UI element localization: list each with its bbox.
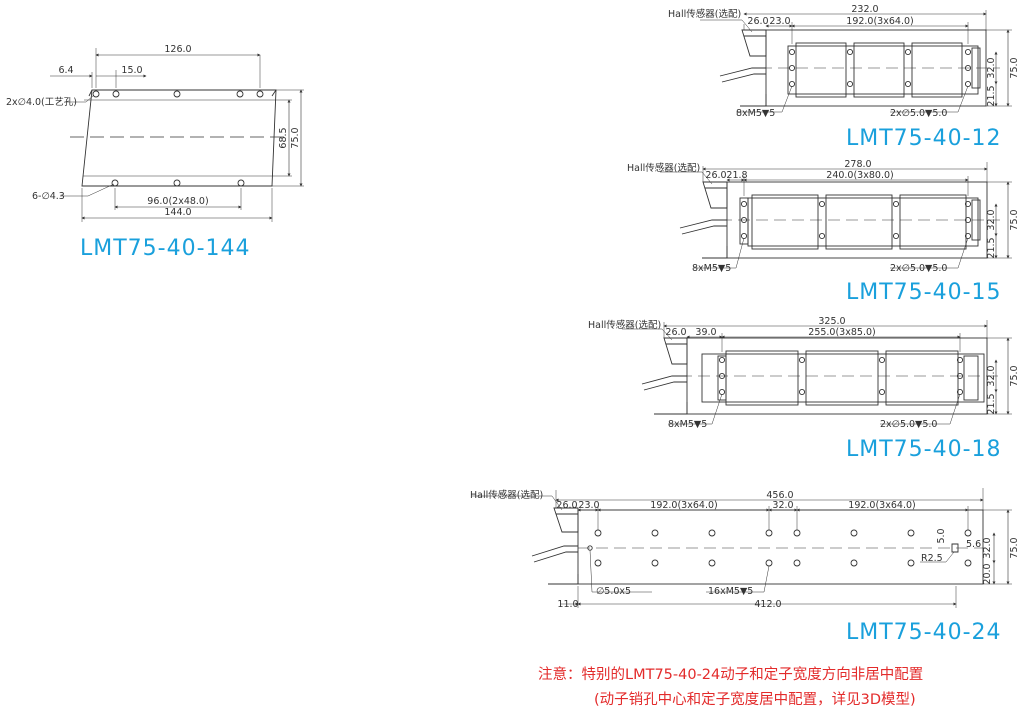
dim-v2: 32.0 <box>982 537 993 558</box>
stator-outline <box>81 89 277 187</box>
dim-height: 75.0 <box>1009 57 1020 78</box>
dim-w2: 5.6 <box>966 539 981 550</box>
dim-length: 144.0 <box>164 207 191 218</box>
dim-w1: 5.0 <box>936 528 947 543</box>
dim-total: 325.0 <box>818 316 845 327</box>
dim-v2: 32.0 <box>986 57 997 78</box>
title-lmt75-40-18: LMT75-40-18 <box>846 437 1002 462</box>
dim-gap: 32.0 <box>772 500 793 511</box>
note-line-2: (动子销孔中心和定子宽度居中配置，详见3D模型) <box>594 692 916 708</box>
sensor-label: Hall传感器(选配) <box>588 319 661 331</box>
labels-lmt75-40-18: Hall传感器(选配) 325.0 26.0 39.0 255.0(3x85.0… <box>588 316 1020 430</box>
sensor-label: Hall传感器(选配) <box>470 489 543 501</box>
drawing-lmt75-40-144 <box>50 48 304 222</box>
dim-base: 412.0 <box>754 599 781 610</box>
dim-span-left: 192.0(3x64.0) <box>650 500 717 511</box>
mount-hole-label: 6-∅4.3 <box>32 191 65 202</box>
screw-holes-top <box>594 529 972 537</box>
title-lmt75-40-144: LMT75-40-144 <box>80 236 251 261</box>
craft-hole-label: 2x∅4.0(工艺孔) <box>6 97 77 108</box>
dim-v1: 20.0 <box>982 563 993 584</box>
dim-height-inner: 68.5 <box>278 127 289 148</box>
dim-span: 192.0(3x64.0) <box>846 16 913 27</box>
hall-sensor <box>663 337 688 365</box>
hall-sensor <box>553 507 579 533</box>
drawing-lmt75-40-18 <box>622 320 1012 425</box>
dim-d2: 23.0 <box>769 16 790 27</box>
note-line-1: 注意：特别的LMT75-40-24动子和定子宽度方向非居中配置 <box>538 667 924 683</box>
screw-holes-bottom <box>594 559 972 567</box>
pins-label: 2x∅5.0▼5.0 <box>890 108 947 119</box>
mount-holes-top <box>92 90 264 98</box>
dim-d1: 26.0 <box>556 500 577 511</box>
dim-span: 240.0(3x80.0) <box>826 170 893 181</box>
dim-v2: 32.0 <box>986 365 997 386</box>
dim-total: 232.0 <box>851 4 878 15</box>
dim-d1: 26.0 <box>665 327 686 338</box>
dim-hole-span: 96.0(2x48.0) <box>147 196 208 207</box>
drawing-lmt75-40-15 <box>660 162 1012 269</box>
dim-v1: 21.5 <box>986 85 997 106</box>
dim-total: 456.0 <box>766 490 793 501</box>
title-lmt75-40-24: LMT75-40-24 <box>846 620 1002 645</box>
stator-outline <box>577 509 984 585</box>
labels-lmt75-40-12: Hall传感器(选配) 232.0 26.0 23.0 192.0(3x64.0… <box>668 4 1020 119</box>
dim-pitch: 15.0 <box>121 65 142 76</box>
sensor-label: Hall传感器(选配) <box>627 162 700 174</box>
drawing-lmt75-40-12 <box>700 10 1012 113</box>
hall-sensor <box>741 29 767 57</box>
labels-lmt75-40-24: Hall传感器(选配) 456.0 26.0 23.0 192.0(3x64.0… <box>470 489 1020 610</box>
labels-lmt75-40-15: Hall传感器(选配) 278.0 26.0 21.8 240.0(3x80.0… <box>627 159 1020 274</box>
sensor-label: Hall传感器(选配) <box>668 8 741 20</box>
screws-label: 16xM5▼5 <box>708 586 753 597</box>
dim-d2: 23.0 <box>578 500 599 511</box>
screws-label: 8xM5▼5 <box>736 108 775 119</box>
labels-lmt75-40-144: 126.0 15.0 6.4 2x∅4.0(工艺孔) 6-∅4.3 96.0(2… <box>6 44 301 218</box>
dim-v1: 21.5 <box>986 237 997 258</box>
title-lmt75-40-12: LMT75-40-12 <box>846 126 1002 151</box>
dim-top-length: 126.0 <box>164 44 191 55</box>
dim-v1: 21.5 <box>986 393 997 414</box>
pins-label: 2x∅5.0▼5.0 <box>890 263 947 274</box>
mount-holes-bottom <box>111 179 245 187</box>
screw-holes <box>788 48 972 88</box>
dim-offset: 11.0 <box>557 599 578 610</box>
hall-sensor <box>702 181 728 209</box>
dim-total: 278.0 <box>844 159 871 170</box>
dim-height: 75.0 <box>1009 365 1020 386</box>
drawing-lmt75-40-24 <box>472 488 1012 608</box>
pin-slot-right <box>951 543 959 553</box>
dim-d1: 26.0 <box>747 16 768 27</box>
pins-label: 2x∅5.0▼5.0 <box>880 419 937 430</box>
dim-v2: 32.0 <box>986 209 997 230</box>
dim-d2: 39.0 <box>695 327 716 338</box>
dim-span-right: 192.0(3x64.0) <box>848 500 915 511</box>
dim-height: 75.0 <box>290 127 301 148</box>
screws-label: 8xM5▼5 <box>668 419 707 430</box>
dim-edge: 6.4 <box>58 65 73 76</box>
dim-height: 75.0 <box>1009 537 1020 558</box>
dim-d2: 21.8 <box>726 170 747 181</box>
dim-span: 255.0(3x85.0) <box>808 327 875 338</box>
pin-hole-label: ∅5.0x5 <box>596 586 631 597</box>
radius-label: R2.5 <box>921 553 943 564</box>
dim-height: 75.0 <box>1009 209 1020 230</box>
title-lmt75-40-15: LMT75-40-15 <box>846 280 1002 305</box>
screws-label: 8xM5▼5 <box>692 263 731 274</box>
dim-d1: 26.0 <box>705 170 726 181</box>
